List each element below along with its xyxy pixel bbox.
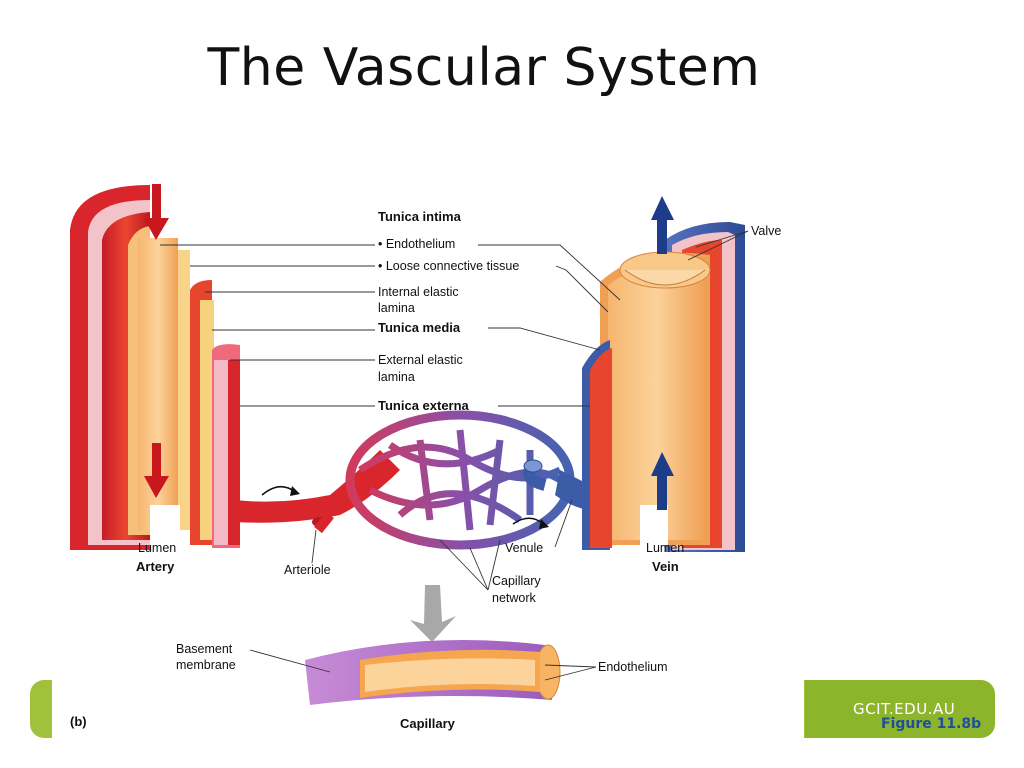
- label-artery: Artery: [136, 559, 175, 574]
- label-loose-connective-tissue: • Loose connective tissue: [378, 259, 519, 273]
- label-endothelium: • Endothelium: [378, 237, 455, 251]
- label-tunica-intima: Tunica intima: [378, 209, 462, 224]
- vein-flow-arrow-lower: [651, 452, 674, 510]
- label-arteriole: Arteriole: [284, 563, 331, 577]
- label-tunica-media: Tunica media: [378, 320, 461, 335]
- label-vein: Vein: [652, 559, 679, 574]
- artery-flow-arrow-in: [144, 184, 169, 240]
- label-capillary-network-line1: Capillary: [492, 574, 541, 588]
- panel-label: (b): [70, 714, 87, 729]
- capillary-network: [235, 410, 600, 550]
- label-capillary-endothelium: Endothelium: [598, 660, 668, 674]
- label-internal-elastic-line2: lamina: [378, 301, 415, 315]
- vein-flow-arrow-up: [651, 196, 674, 254]
- label-external-elastic-line1: External elastic: [378, 353, 463, 367]
- artery-flow-arrow-out: [144, 443, 169, 498]
- label-internal-elastic-line1: Internal elastic: [378, 285, 459, 299]
- site-label: GCIT.EDU.AU: [853, 700, 956, 718]
- label-venule: Venule: [505, 541, 543, 555]
- label-leader-lines: [160, 230, 749, 681]
- zoom-arrow: [410, 585, 456, 642]
- footer-badge: [805, 680, 995, 738]
- vein-illustration: [582, 222, 745, 552]
- label-tunica-externa: Tunica externa: [378, 398, 470, 413]
- capillary-closeup: [305, 640, 561, 705]
- slide-title: The Vascular System: [207, 38, 761, 98]
- label-external-elastic-line2: lamina: [378, 370, 415, 384]
- label-basement-line1: Basement: [176, 642, 233, 656]
- label-capillary: Capillary: [400, 716, 456, 731]
- label-capillary-network-line2: network: [492, 591, 537, 605]
- label-valve: Valve: [751, 224, 781, 238]
- label-artery-lumen: Lumen: [138, 541, 176, 555]
- label-vein-lumen: Lumen: [646, 541, 684, 555]
- figure-reference: Figure 11.8b: [881, 716, 982, 732]
- label-basement-line2: membrane: [176, 658, 236, 672]
- artery-illustration: [70, 185, 240, 550]
